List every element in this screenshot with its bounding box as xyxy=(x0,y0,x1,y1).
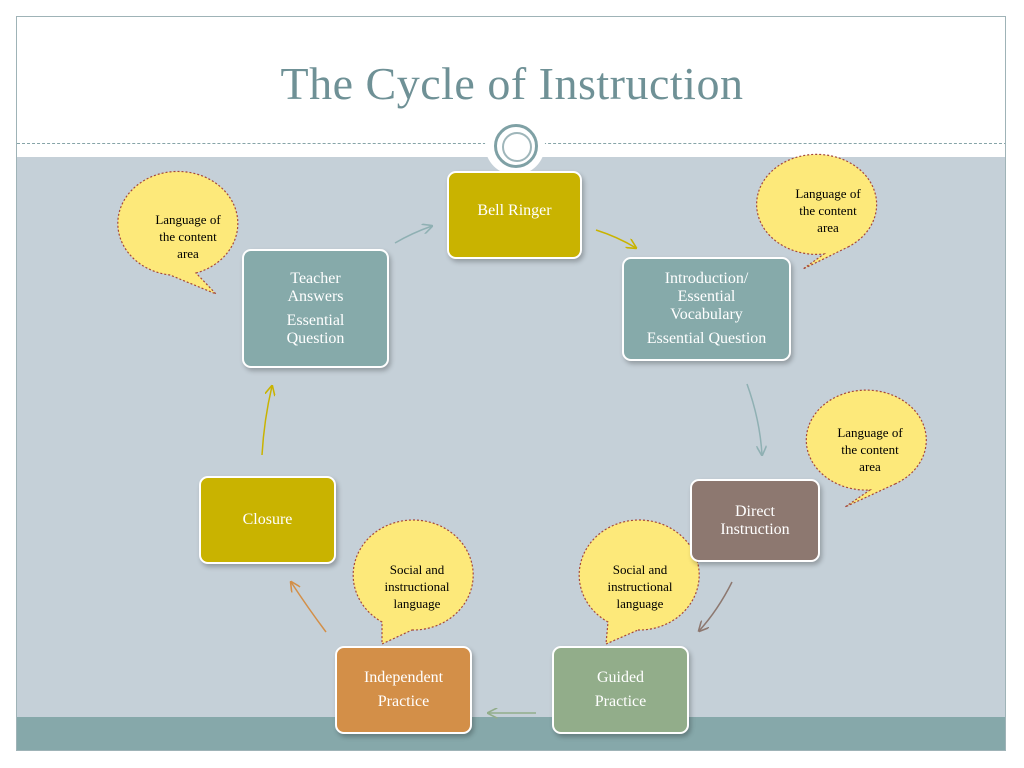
step-direct-instruction: Direct Instruction xyxy=(690,479,820,562)
step-label-line: Guided xyxy=(596,669,645,686)
callout-line: area xyxy=(177,246,199,261)
callout-line: language xyxy=(616,596,664,611)
arrow-teacher-to-bellringer xyxy=(394,226,432,244)
callout-text-content-right: Language of the content area xyxy=(820,424,920,475)
step-label-line: Essential Question xyxy=(646,330,767,347)
callout-line: instructional xyxy=(607,579,673,594)
callout-line: area xyxy=(817,220,839,235)
step-label: Bell Ringer xyxy=(477,202,552,219)
callout-bubble-social-left xyxy=(352,519,474,645)
step-label-line: Practice xyxy=(594,693,647,710)
callout-line: Language of xyxy=(795,186,861,201)
step-label-line: Direct xyxy=(735,502,775,520)
step-bell-ringer: Bell Ringer xyxy=(447,171,582,259)
callout-text-content-left: Language of the content area xyxy=(138,211,238,262)
step-label-line: Teacher xyxy=(290,269,341,287)
callout-bubble-content-left xyxy=(117,170,239,295)
arrow-direct-to-guided xyxy=(699,581,733,631)
step-label-line: Vocabulary xyxy=(670,306,743,323)
callout-text-content-top-right: Language of the content area xyxy=(778,185,878,236)
callout-line: the content xyxy=(799,203,857,218)
step-label-line: Instruction xyxy=(720,520,790,538)
arrow-intro-to-direct xyxy=(746,383,762,455)
step-introduction: Introduction/ Essential Vocabulary Essen… xyxy=(622,257,791,361)
step-independent-practice: Independent Practice xyxy=(335,646,472,734)
callout-line: language xyxy=(393,596,441,611)
step-label-line: Essential xyxy=(677,288,736,305)
step-guided-practice: Guided Practice xyxy=(552,646,689,734)
callout-line: instructional xyxy=(384,579,450,594)
step-label-line: Introduction/ xyxy=(664,270,749,287)
callout-line: area xyxy=(859,459,881,474)
callout-bubble-content-right xyxy=(805,389,927,508)
callout-line: Social and xyxy=(612,562,668,577)
callout-bubble-social-right xyxy=(578,519,700,645)
callout-line: Language of xyxy=(155,212,221,227)
step-label: Closure xyxy=(242,511,293,528)
step-closure: Closure xyxy=(199,476,336,564)
slide-title: The Cycle of Instruction xyxy=(280,58,744,109)
arrow-closure-to-teacher xyxy=(261,386,272,456)
step-label-line: Essential xyxy=(286,311,345,329)
arrow-bellringer-to-intro xyxy=(595,229,636,248)
arrow-independent-to-closure xyxy=(291,582,327,633)
step-label-line: Practice xyxy=(377,693,430,710)
footer-band xyxy=(17,717,1005,750)
callout-text-social-left: Social and instructional language xyxy=(362,561,472,612)
callout-bubble-content-top-right xyxy=(756,153,878,270)
callout-line: the content xyxy=(159,229,217,244)
step-teacher-answers: Teacher Answers Essential Question xyxy=(242,249,389,368)
callout-line: the content xyxy=(841,442,899,457)
step-label-line: Question xyxy=(286,329,345,347)
callout-line: Language of xyxy=(837,425,903,440)
step-label-line: Answers xyxy=(287,287,344,305)
callout-line: Social and xyxy=(389,562,445,577)
circle-ornament-inner xyxy=(502,132,532,162)
step-label-line: Independent xyxy=(363,669,444,686)
callout-text-social-right: Social and instructional language xyxy=(585,561,695,612)
